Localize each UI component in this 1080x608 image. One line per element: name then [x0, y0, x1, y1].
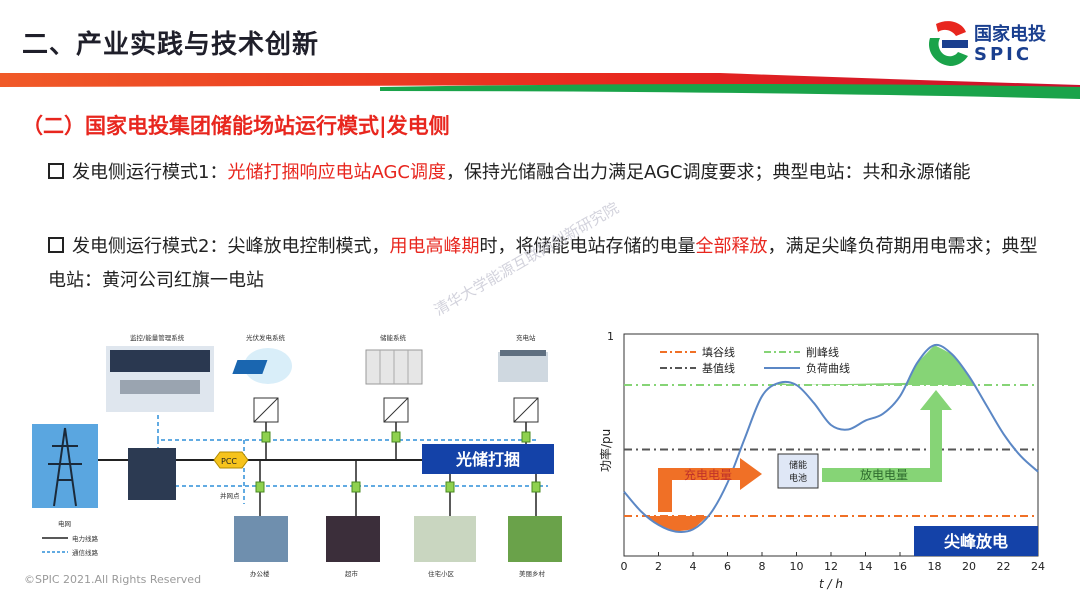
- pv-image: [232, 348, 292, 384]
- x-tick-label: 6: [724, 560, 731, 573]
- pcc-node: PCC: [213, 451, 249, 469]
- x-tick-label: 0: [621, 560, 628, 573]
- label-connection-point: 并网点: [220, 491, 240, 500]
- village-image: [508, 516, 562, 562]
- battery-label: 储能电池: [789, 459, 807, 484]
- section-subtitle: （二）国家电投集团储能场站运行模式|发电侧: [22, 114, 450, 138]
- system-diagram: 监控/能量管理系统 光伏发电系统 储能系统 充电站 电网 PCC 并网点 电力线…: [32, 333, 562, 578]
- valley-fill-area: [648, 516, 707, 532]
- bullet-mode-1: 发电侧运行模式1：光储打捆响应电站AGC调度，保持光储融合出力满足AGC调度要求…: [48, 156, 1038, 190]
- x-tick-label: 22: [997, 560, 1011, 573]
- banner-peak-discharge-label: 尖峰放电: [944, 532, 1008, 551]
- label-power-line: 电力线路: [72, 534, 99, 543]
- x-tick-label: 12: [824, 560, 838, 573]
- discharge-label: 放电电量: [860, 467, 908, 482]
- label-residential: 住宅小区: [428, 569, 455, 578]
- label-pv: 光伏发电系统: [246, 333, 286, 342]
- label-supermarket: 超市: [345, 569, 359, 578]
- logo-text-en: SPIC: [974, 44, 1033, 65]
- converters: [253, 397, 539, 423]
- label-office: 办公楼: [250, 569, 270, 578]
- checkbox-bullet-icon: [48, 163, 64, 179]
- legend-valley: 填谷线: [702, 345, 735, 359]
- label-charging: 充电站: [516, 333, 536, 342]
- bullet-text: 时，将储能电站存储的电量: [479, 236, 696, 257]
- bullet-highlight: 光储打捆响应电站AGC调度: [227, 162, 446, 183]
- charge-label: 充电电量: [684, 467, 732, 482]
- battery-box: [777, 453, 819, 489]
- bullet-text: ，满足尖峰负荷期用电需求；典型电站：黄河公司红旗一电站: [48, 236, 1038, 291]
- label-monitor: 监控/能量管理系统: [130, 333, 185, 342]
- logo-text-cn: 国家电投: [974, 24, 1046, 45]
- legend-peak: 削峰线: [806, 345, 839, 359]
- bullet-highlight: 用电高峰期: [389, 236, 480, 257]
- pcc-label: PCC: [221, 457, 237, 466]
- x-tick-label: 14: [859, 560, 873, 573]
- x-axis-label: t / h: [819, 577, 843, 591]
- office-image: [234, 516, 288, 562]
- charge-arrow: [658, 458, 762, 512]
- bullet-text: ，保持光储融合出力满足AGC调度要求；典型电站：共和永源储能: [445, 162, 971, 183]
- label-village: 美丽乡村: [519, 569, 546, 578]
- chart-legend: 填谷线 削峰线 基值线 负荷曲线: [660, 345, 850, 375]
- x-tick-label: 4: [690, 560, 697, 573]
- bullet-mode-2: 发电侧运行模式2：尖峰放电控制模式，用电高峰期时，将储能电站存储的电量全部释放，…: [48, 230, 1038, 298]
- legend-base: 基值线: [702, 361, 735, 375]
- bullet-highlight: 全部释放: [695, 236, 768, 257]
- label-comm-line: 通信线路: [72, 548, 99, 557]
- label-storage: 储能系统: [380, 333, 407, 342]
- supermarket-image: [326, 516, 380, 562]
- breakers: [255, 431, 541, 493]
- x-tick-label: 18: [928, 560, 942, 573]
- monitor-center-image: [106, 346, 214, 412]
- header-band: [0, 73, 1080, 99]
- residential-image: [414, 516, 476, 562]
- load-curve: [623, 343, 1039, 533]
- y-tick-top: 1: [607, 330, 614, 343]
- banner-pv-storage-label: 光储打捆: [455, 450, 520, 469]
- transformer-image: [128, 448, 176, 500]
- banner-peak-discharge: [914, 526, 1038, 556]
- x-tick-label: 2: [655, 560, 662, 573]
- spic-logo: [928, 21, 968, 66]
- peak-shave-area: [777, 345, 975, 386]
- grid-tower-image: [32, 424, 98, 508]
- banner-pv-storage: [422, 444, 554, 474]
- legend-load: 负荷曲线: [806, 361, 850, 375]
- discharge-arrow: [822, 390, 952, 482]
- x-tick-label: 24: [1031, 560, 1045, 573]
- checkbox-bullet-icon: [48, 237, 64, 253]
- x-tick-label: 8: [759, 560, 766, 573]
- copyright-footer: ©SPIC 2021.All Rights Reserved: [24, 573, 202, 586]
- bullet-text: 发电侧运行模式1：: [72, 162, 228, 183]
- storage-image: [365, 349, 423, 385]
- label-grid: 电网: [58, 519, 71, 528]
- x-tick-label: 10: [790, 560, 804, 573]
- x-tick-label: 20: [962, 560, 976, 573]
- charging-station-image: [498, 350, 548, 382]
- bullet-text: 发电侧运行模式2：尖峰放电控制模式，: [72, 236, 390, 257]
- page-title: 二、产业实践与技术创新: [22, 30, 320, 60]
- y-axis-label: 功率/pu: [598, 429, 613, 472]
- x-tick-label: 16: [893, 560, 907, 573]
